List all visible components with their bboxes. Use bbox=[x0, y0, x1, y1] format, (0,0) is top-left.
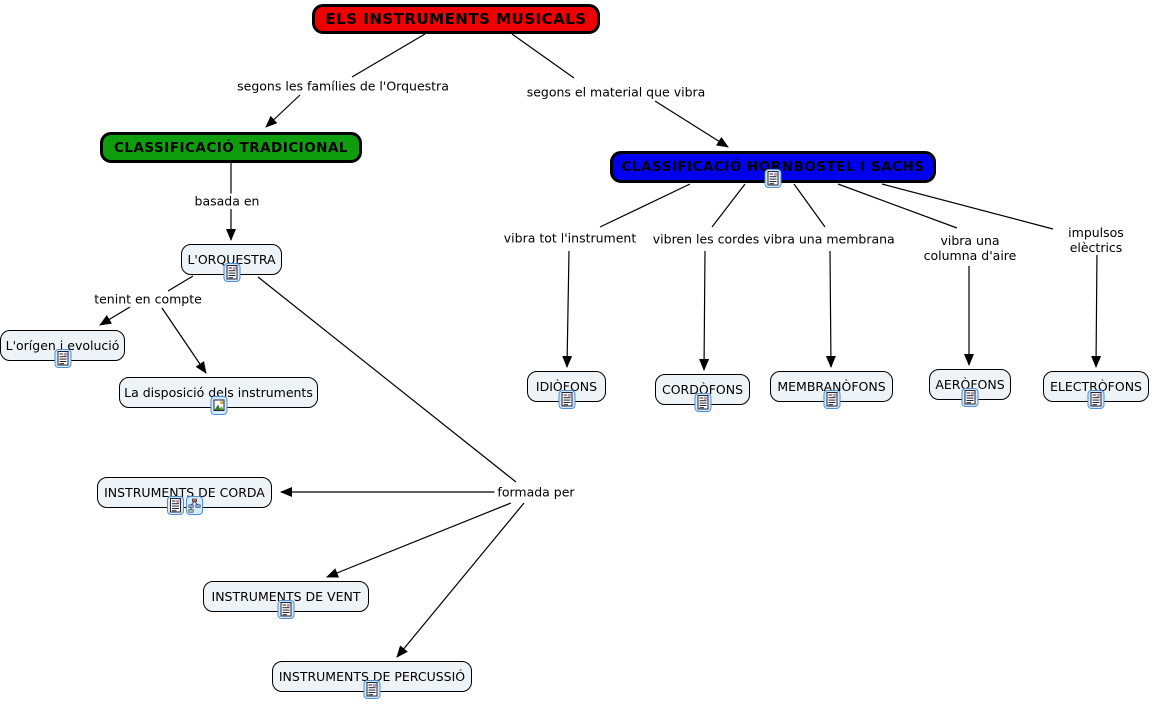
node-label: CLASSIFICACIÓ TRADICIONAL bbox=[113, 139, 349, 156]
node-label: IDIÒFONS bbox=[535, 379, 598, 394]
document-resource-icon[interactable] bbox=[558, 390, 575, 409]
node-label: La disposició dels instruments bbox=[124, 385, 313, 400]
node-label: CLASSIFICACIÓ HORNBOSTEL I SACHS bbox=[621, 159, 925, 175]
document-resource-icon[interactable] bbox=[166, 496, 184, 515]
document-resource-icon[interactable] bbox=[961, 388, 979, 407]
node-aerofons[interactable]: AERÒFONS bbox=[929, 369, 1011, 407]
image-resource-icon[interactable] bbox=[210, 396, 227, 415]
document-resource-icon[interactable] bbox=[223, 263, 240, 282]
node-label: L'orígen i evolució bbox=[5, 338, 120, 353]
node-cordofons[interactable]: CORDÒFONS bbox=[655, 374, 750, 412]
node-label: ELS INSTRUMENTS MUSICALS bbox=[325, 10, 587, 28]
document-resource-icon[interactable] bbox=[1087, 390, 1105, 409]
document-resource-icon[interactable] bbox=[823, 390, 840, 409]
node-label: L'ORQUESTRA bbox=[187, 252, 276, 267]
link-phrase-vibra-tot[interactable]: vibra tot l'instrument bbox=[500, 230, 640, 246]
node-label: CORDÒFONS bbox=[661, 382, 744, 397]
link-phrase-families[interactable]: segons les famílies de l'Orquestra bbox=[234, 78, 452, 94]
node-instruments-de-vent[interactable]: INSTRUMENTS DE VENT bbox=[203, 581, 369, 619]
node-orquestra[interactable]: L'ORQUESTRA bbox=[181, 244, 282, 282]
node-instruments-de-corda[interactable]: INSTRUMENTS DE CORDA bbox=[97, 477, 272, 515]
node-label: ELECTRÒFONS bbox=[1050, 379, 1142, 394]
node-label: INSTRUMENTS DE CORDA bbox=[104, 485, 265, 500]
node-membranofons[interactable]: MEMBRANÒFONS bbox=[770, 371, 893, 409]
document-resource-icon[interactable] bbox=[363, 680, 381, 699]
node-idiofons[interactable]: IDIÒFONS bbox=[527, 371, 606, 409]
link-phrase-vibra-columna[interactable]: vibra una columna d'aire bbox=[911, 233, 1029, 263]
document-resource-icon[interactable] bbox=[694, 393, 711, 412]
node-disposicio-dels-instruments[interactable]: La disposició dels instruments bbox=[119, 377, 318, 415]
link-phrase-material[interactable]: segons el material que vibra bbox=[523, 84, 709, 100]
link-phrase-tenint-en-compte[interactable]: tenint en compte bbox=[91, 291, 205, 307]
node-origen-i-evolucio[interactable]: L'orígen i evolució bbox=[0, 330, 125, 368]
node-label: MEMBRANÒFONS bbox=[777, 379, 886, 394]
node-els-instruments-musicals[interactable]: ELS INSTRUMENTS MUSICALS bbox=[312, 4, 600, 34]
link-phrase-basada-en[interactable]: basada en bbox=[191, 193, 263, 209]
link-phrase-formada-per[interactable]: formada per bbox=[494, 484, 578, 500]
concept-map-resource-icon[interactable] bbox=[185, 496, 203, 515]
document-resource-icon[interactable] bbox=[54, 349, 71, 368]
node-classificacio-tradicional[interactable]: CLASSIFICACIÓ TRADICIONAL bbox=[100, 132, 362, 163]
link-phrase-vibren-cordes[interactable]: vibren les cordes bbox=[649, 231, 763, 247]
node-electrofons[interactable]: ELECTRÒFONS bbox=[1043, 371, 1149, 409]
node-label: INSTRUMENTS DE PERCUSSIÓ bbox=[278, 669, 466, 684]
node-label: INSTRUMENTS DE VENT bbox=[211, 589, 361, 604]
link-phrase-vibra-membrana[interactable]: vibra una membrana bbox=[760, 231, 898, 247]
node-label: AERÒFONS bbox=[935, 377, 1005, 392]
document-resource-icon[interactable] bbox=[277, 600, 295, 619]
node-instruments-de-percussio[interactable]: INSTRUMENTS DE PERCUSSIÓ bbox=[272, 661, 472, 699]
node-classificacio-hornbostel-i-sachs[interactable]: CLASSIFICACIÓ HORNBOSTEL I SACHS bbox=[610, 151, 936, 188]
link-phrase-impulsos[interactable]: impulsos elèctrics bbox=[1065, 225, 1127, 255]
document-resource-icon[interactable] bbox=[764, 169, 782, 188]
